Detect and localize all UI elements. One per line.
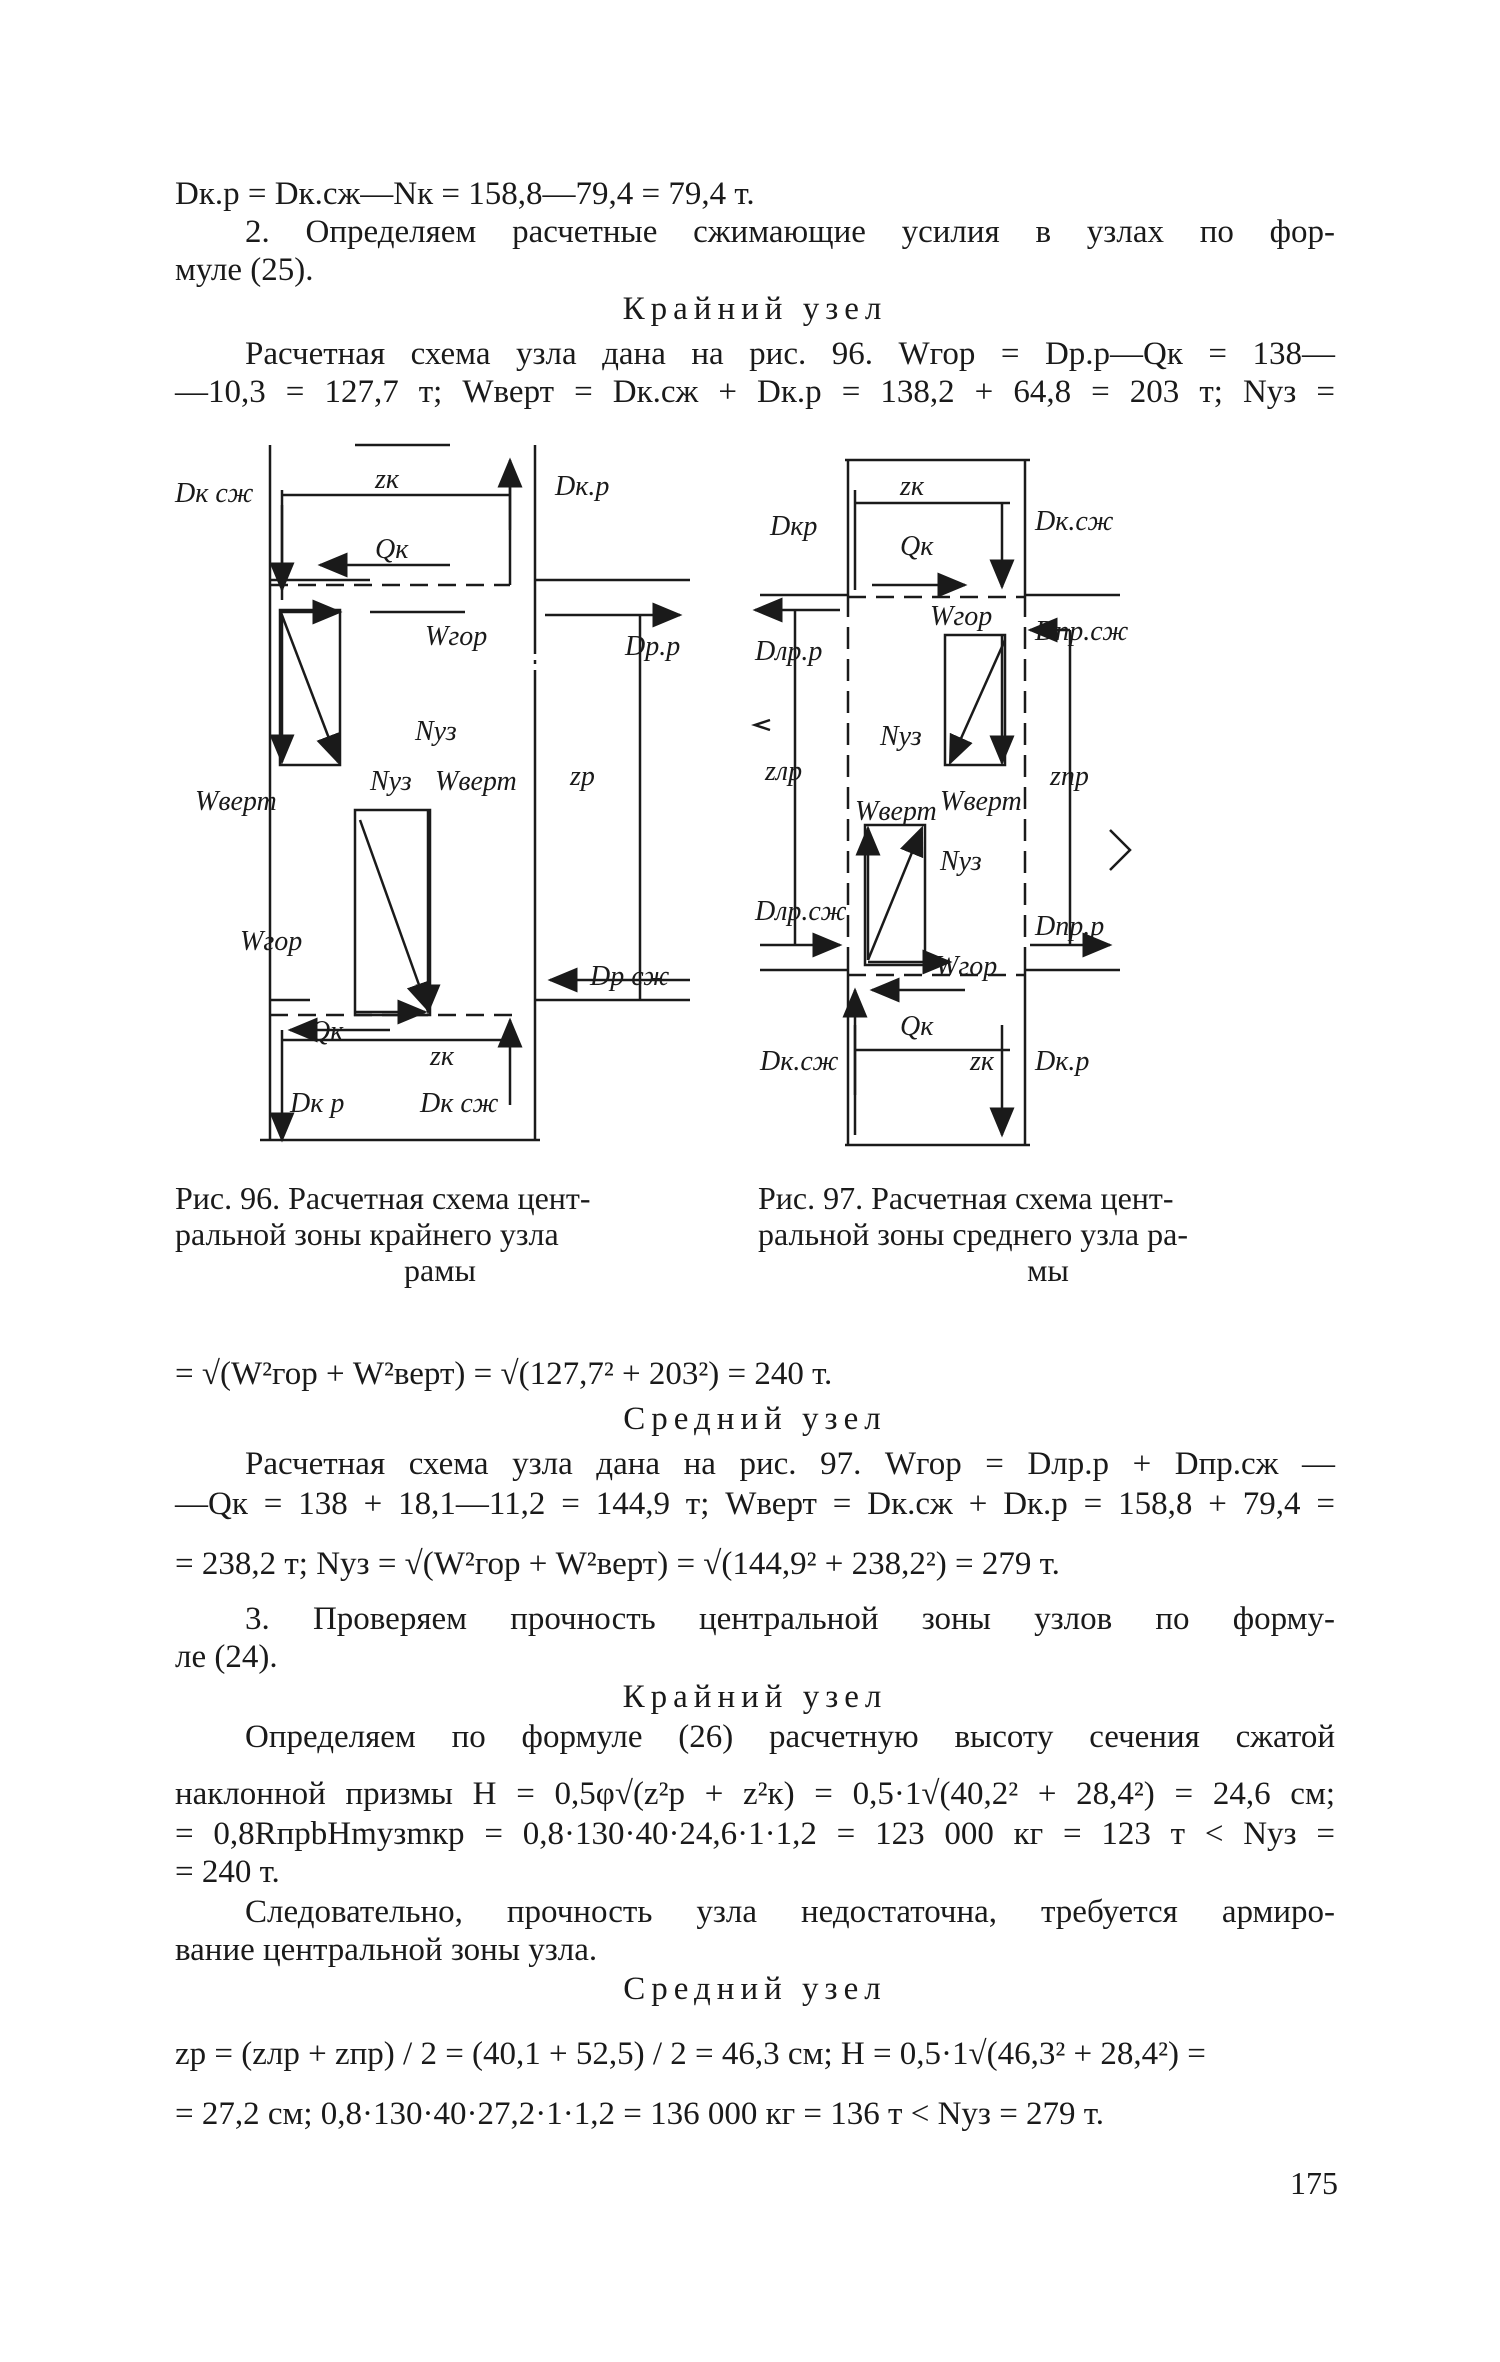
fig97-label-qk-bot: Qк [900,1011,934,1042]
fig96-label-wvert-2: Wверт [435,766,517,797]
mid-node-line-3: = 238,2 т; Nуз = √(W²гор + W²верт) = √(1… [175,1546,1060,1582]
heading-mid-node: Средний узел [623,1401,887,1437]
fig96-label-dkr-top: Dк.р [554,471,609,502]
intro-line-1: Dк.р = Dк.сж—Nк = 158,8—79,4 = 79,4 т. [175,176,755,212]
caption-fig96-line-1: Рис. 96. Расчетная схема цент- [175,1180,591,1216]
fig97-label-zp-right: zпр [1049,761,1089,792]
mid-check-line-2: = 27,2 см; 0,8·130·40·27,2·1·1,2 = 136 0… [175,2096,1104,2132]
heading-edge-node-2: Крайний узел [622,1679,888,1715]
caption-fig96: Рис. 96. Расчетная схема цент- ральной з… [175,1180,705,1288]
fig97-label-zp-left: zлр [764,756,802,787]
heading-edge-node: Крайний узел [622,291,888,327]
fig97-label-dksz-bot: Dк.сж [759,1046,838,1077]
figure-97: zк Dкр Qк Dк.сж Dлр.р Wгор Dпр.сж Nуз zл… [740,445,1320,1165]
formula-edge-node: = √(W²гор + W²верт) = √(127,7² + 203²) =… [175,1356,833,1392]
fig96-label-zk-bot: zк [429,1041,455,1072]
fig96-label-dpr: Dр.р [624,631,680,662]
fig96-label-wgor-2: Wгор [240,926,302,957]
fig97-label-nuz-1: Nуз [879,721,922,752]
edge-check-line-1: Определяем по формуле (26) расчетную выс… [245,1719,1335,1755]
fig97-label-dlpr: Dлр.р [754,636,822,667]
fig97-label-dkr-bot: Dк.р [1034,1046,1089,1077]
caption-fig97: Рис. 97. Расчетная схема цент- ральной з… [758,1180,1338,1288]
fig97-label-dpsz: Dпр.сж [1034,616,1128,647]
fig97-label-nuz-2: Nуз [939,846,982,877]
step3-line-1: 3. Проверяем прочность центральной зоны … [245,1601,1335,1637]
fig96-label-nuz-1: Nуз [414,716,457,747]
fig97-label-dppr: Dпр.р [1034,911,1104,942]
figure-96: Dк сж zк Qк Dк.р Wгор Dр.р Nуз Wверт Nуз… [170,440,710,1160]
caption-fig96-line-3: рамы [404,1252,476,1288]
fig97-label-dkr: Dкр [769,511,817,542]
fig96-label-dksz-bot: Dк сж [419,1088,498,1119]
fig96-label-dpsz: Dр сж [589,961,669,992]
fig96-label-qk-bot: Qк [310,1016,344,1047]
mid-check-line-1: zр = (zлр + zпр) / 2 = (40,1 + 52,5) / 2… [175,2036,1206,2072]
fig96-label-zk-top: zк [374,464,400,495]
fig97-label-wgor-2: Wгор [935,951,997,982]
fig97-label-dlpsz: Dлр.сж [754,896,847,927]
fig97-label-wgor-1: Wгор [930,601,992,632]
edge-check-line-4: = 240 т. [175,1854,280,1890]
page-number: 175 [1290,2165,1338,2201]
fig97-label-wvert-2: Wверт [940,786,1022,817]
caption-fig97-line-2: ральной зоны среднего узла ра- [758,1216,1188,1252]
fig97-label-zk-bot: zк [969,1046,995,1077]
fig96-label-wvert-1: Wверт [195,786,277,817]
step3-line-2: ле (24). [175,1639,278,1675]
fig96-label-qk-top: Qк [375,534,409,565]
conclusion-line-1: Следовательно, прочность узла недостаточ… [245,1894,1335,1930]
caption-fig97-line-3: мы [1027,1252,1069,1288]
conclusion-line-2: вание центральной зоны узла. [175,1932,598,1968]
fig96-label-dkr-bot: Dк р [289,1088,344,1119]
fig97-label-dksz-top: Dк.сж [1034,506,1113,537]
caption-fig97-line-1: Рис. 97. Расчетная схема цент- [758,1180,1174,1216]
fig96-label-dksz: Dк сж [174,478,253,509]
edge-node-line-1: Расчетная схема узла дана на рис. 96. Wг… [245,336,1335,372]
fig97-label-zk-top: zк [899,471,925,502]
mid-node-line-1: Расчетная схема узла дана на рис. 97. Wг… [245,1446,1335,1482]
caption-fig96-line-2: ральной зоны крайнего узла [175,1216,559,1252]
heading-mid-node-2: Средний узел [623,1971,887,2007]
fig96-label-zp: zр [569,761,595,792]
fig96-label-wgor-1: Wгор [425,621,487,652]
edge-check-line-3: = 0,8RпрbHmузmкр = 0,8·130·40·24,6·1·1,2… [175,1816,1335,1852]
fig97-label-qk-top: Qк [900,531,934,562]
intro-line-3: муле (25). [175,252,314,288]
edge-node-line-2: —10,3 = 127,7 т; Wверт = Dк.сж + Dк.р = … [175,374,1335,410]
edge-check-line-2: наклонной призмы H = 0,5φ√(z²р + z²к) = … [175,1776,1335,1812]
intro-line-2: 2. Определяем расчетные сжимающие усилия… [245,214,1335,250]
mid-node-line-2: —Qк = 138 + 18,1—11,2 = 144,9 т; Wверт =… [175,1486,1335,1522]
fig97-label-wvert: Wверт [855,796,937,827]
fig96-label-nuz-2: Nуз [369,766,412,797]
